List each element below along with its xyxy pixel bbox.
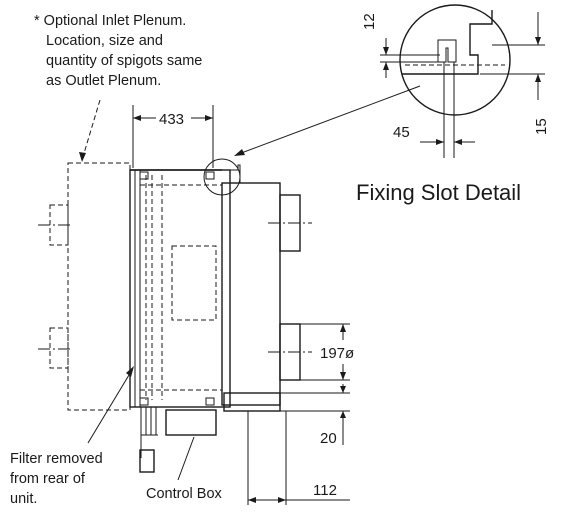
dim-433-label: 433 <box>159 111 184 128</box>
filter-note-line-2: from rear of <box>10 471 86 487</box>
filter-note-line-3: unit. <box>10 491 37 507</box>
arrow-433-left <box>133 115 141 121</box>
filter-leader-line <box>87 369 133 444</box>
internal-component-hidden <box>171 245 217 321</box>
inlet-spigot-lower <box>49 327 69 369</box>
unit-body-rear <box>221 182 281 406</box>
dim-12-label: 12 <box>361 13 378 30</box>
note-leader-line <box>81 99 101 161</box>
optional-inlet-plenum <box>38 162 131 411</box>
dim-15-label: 15 <box>533 118 550 135</box>
top-slot-right <box>205 171 215 180</box>
fixing-slot-detail: 12 15 45 <box>361 4 550 158</box>
top-fixing-bracket <box>222 164 241 183</box>
dimension-112: 112 <box>247 411 350 505</box>
arrow-12-top <box>383 47 389 55</box>
filter-note-line-1: Filter removed <box>10 451 103 467</box>
note-leader-arrow <box>79 152 86 162</box>
note-line-3: quantity of spigots same <box>46 53 202 69</box>
note-line-2: Location, size and <box>46 33 163 49</box>
valve-body <box>139 449 155 473</box>
dim-45-label: 45 <box>393 124 410 141</box>
arrow-112-left <box>248 497 256 503</box>
arrow-197-top <box>340 324 346 332</box>
detail-bracket-profile <box>402 10 493 75</box>
note-line-1: * Optional Inlet Plenum. <box>34 13 186 29</box>
dimension-20: 20 <box>280 384 350 447</box>
detail-callout-circle <box>203 158 241 196</box>
dimension-433: 433 <box>132 105 214 168</box>
note-line-4: as Outlet Plenum. <box>46 73 161 89</box>
arrow-433-right <box>205 115 213 121</box>
bottom-slot-left <box>139 397 149 406</box>
bottom-slot-right <box>205 397 215 406</box>
unit-front-panel <box>129 169 231 408</box>
dim-197-label: 197ø <box>320 345 354 362</box>
fixing-slot-detail-title: Fixing Slot Detail <box>356 180 521 205</box>
detail-leader-line <box>235 85 421 156</box>
detail-slot-shape <box>437 39 457 63</box>
arrow-20-bottom <box>340 411 346 418</box>
arrow-12-bottom <box>383 62 389 70</box>
arrow-15-top <box>535 37 541 45</box>
dim-112-label: 112 <box>313 482 337 499</box>
inlet-plenum-outline <box>67 162 131 411</box>
pipe-connections <box>139 407 158 473</box>
arrow-15-bottom <box>535 74 541 82</box>
detail-circle <box>399 4 511 116</box>
dim-20-label: 20 <box>320 430 337 447</box>
optional-inlet-plenum-note: * Optional Inlet Plenum. Location, size … <box>34 13 202 89</box>
control-box-leader <box>177 436 195 481</box>
top-slot-left <box>139 171 149 180</box>
arrow-45-right <box>454 139 462 145</box>
drain-tray <box>223 392 281 412</box>
detail-leader-arrow <box>234 149 245 156</box>
dimension-197-diameter: 197ø <box>300 323 354 381</box>
main-unit <box>129 164 312 473</box>
filter-note: Filter removed from rear of unit. <box>10 451 103 507</box>
arrow-197-bottom <box>340 372 346 380</box>
control-box <box>165 409 217 436</box>
arrow-20-top <box>340 386 346 393</box>
arrow-45-left <box>436 139 444 145</box>
control-box-label: Control Box <box>146 486 223 502</box>
arrow-112-right <box>278 497 286 503</box>
